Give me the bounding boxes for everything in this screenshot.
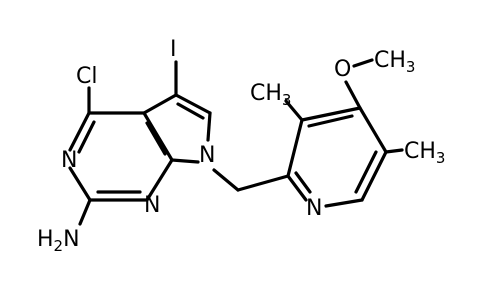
atom-methyl-2: CH3: [404, 139, 445, 167]
methoxy-c: C: [374, 48, 389, 73]
bond-c4a-c7a: [142, 111, 174, 162]
bond-n3-c4-inner: [77, 120, 96, 154]
amine-n: N: [63, 227, 79, 252]
bond-c5-c6: [174, 93, 212, 115]
atom-n-pyridine: N: [306, 196, 322, 221]
bond-c4a-c5: [142, 93, 178, 115]
methyl-1-subscript: 3: [282, 91, 292, 109]
methyl-2-h: H: [419, 139, 436, 164]
methyl-1-c: C: [250, 81, 265, 106]
bond-c2py-n1py-inner: [294, 171, 312, 194]
bond-c2-n3: [68, 166, 92, 202]
methyl-2-subscript: 3: [436, 149, 446, 167]
bonds: [68, 58, 404, 226]
atom-n-pyrrole: N: [199, 143, 215, 168]
bond-c4a-c7a-inner: [145, 121, 167, 156]
bond-c6-n7: [206, 111, 212, 142]
bond-c3py-ch3: [284, 99, 304, 122]
bond-n3-c4: [68, 111, 91, 152]
bond-n7-ch2: [212, 168, 240, 192]
bond-n7-c7a: [170, 158, 200, 164]
atom-labels: Cl I N N N N O H2N CH3 CH3 CH3: [37, 37, 445, 255]
bond-ch2-c2py: [236, 174, 290, 192]
atom-iodine: I: [170, 37, 177, 62]
atom-methoxy-methyl: CH3: [374, 48, 415, 76]
bond-c3py-c2py: [286, 118, 304, 178]
methyl-2-c: C: [404, 139, 419, 164]
atom-n-pyrimidine-top: N: [61, 148, 77, 173]
methoxy-subscript: 3: [406, 58, 416, 76]
atom-methyl-1: CH3: [250, 81, 291, 109]
atom-chlorine: Cl: [76, 64, 97, 89]
bond-c7a-n7: [145, 158, 174, 202]
bond-n1py-c6py: [324, 198, 364, 208]
bond-c2py-n1py: [286, 174, 308, 202]
amine-h: H: [37, 227, 54, 252]
atom-n-pyrimidine-bottom: N: [144, 193, 160, 218]
atom-oxygen: O: [334, 57, 351, 82]
methoxy-h: H: [389, 48, 406, 73]
bond-c6py-c5py-inner: [354, 150, 378, 194]
atom-amine-group: H2N: [37, 227, 80, 255]
bond-c4py-o: [344, 80, 362, 110]
bond-c5py-c4py: [358, 106, 388, 154]
bond-c5py-ch3: [384, 148, 404, 154]
bond-c4py-c3py: [300, 106, 362, 122]
bond-c2-nh2: [78, 198, 92, 226]
bond-c6py-c5py: [360, 150, 388, 202]
bond-o-ch3: [352, 58, 374, 68]
methyl-1-h: H: [265, 81, 282, 106]
amine-subscript: 2: [54, 237, 64, 255]
bond-c4py-c3py-inner: [307, 114, 354, 128]
bond-c5-c6-inner: [176, 102, 205, 120]
